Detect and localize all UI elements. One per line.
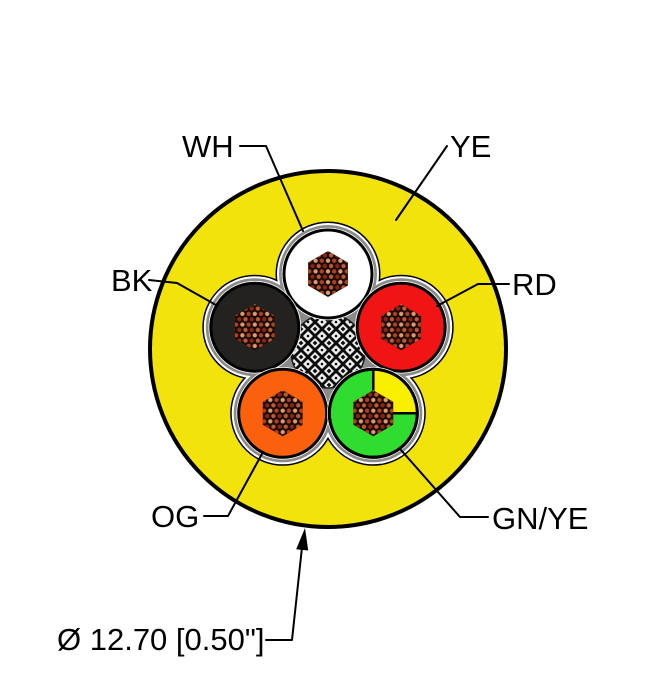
label-wh: WH: [182, 129, 234, 164]
label-rd: RD: [512, 267, 557, 302]
leader-ye: [395, 145, 448, 221]
label-bk: BK: [111, 263, 153, 298]
leader-bk: [148, 279, 217, 306]
diameter-arrowhead-icon: [296, 528, 309, 551]
label-og: OG: [151, 499, 199, 534]
label-diameter: Ø 12.70 [0.50"]: [57, 622, 264, 657]
leader-diameter: [265, 537, 304, 641]
leader-rd: [436, 283, 510, 307]
leader-og: [203, 451, 264, 517]
leader-gn-ye: [400, 449, 489, 518]
label-ye: YE: [450, 129, 491, 164]
leader-wh: [239, 145, 304, 232]
label-gn-ye: GN/YE: [492, 501, 588, 536]
